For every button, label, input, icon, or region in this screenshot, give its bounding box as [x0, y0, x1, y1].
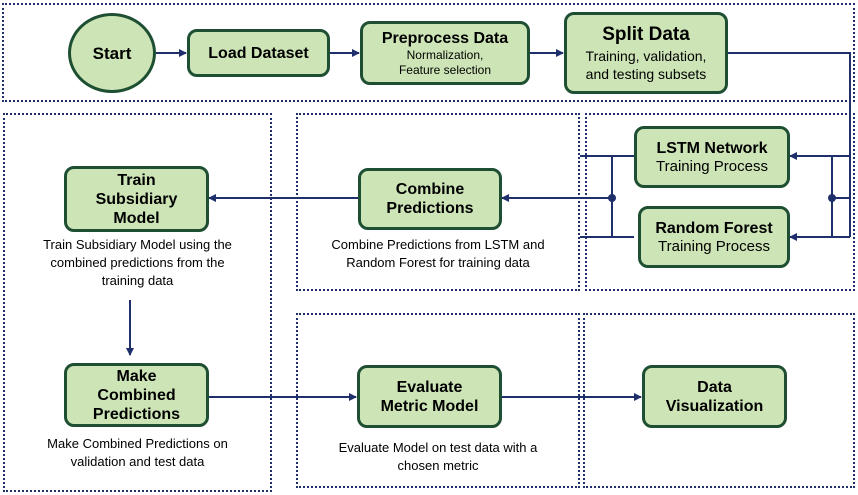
make-title2: Combined [97, 386, 176, 404]
lstm-title: LSTM Network [656, 139, 768, 157]
combine-caption: Combine Predictions from LSTM and Random… [296, 236, 580, 272]
train-subsidiary-node: Train Subsidiary Model [64, 166, 209, 232]
section-visualization [583, 313, 855, 488]
section-evaluate [296, 313, 580, 488]
train-caption: Train Subsidiary Model using the combine… [3, 236, 272, 290]
preprocess-sub1: Normalization, [406, 47, 484, 62]
make-caption: Make Combined Predictions on validation … [3, 435, 272, 471]
make-title3: Predictions [92, 405, 181, 423]
start-node: Start [68, 13, 156, 93]
start-label: Start [92, 43, 132, 63]
combine-caption-line2: Random Forest for training data [346, 255, 530, 270]
evaluate-caption-line2: chosen metric [397, 458, 479, 473]
make-title1: Make [116, 367, 157, 385]
data-visualization-node: Data Visualization [642, 365, 787, 428]
evaluate-title1: Evaluate [396, 378, 463, 396]
section-base-models [585, 113, 855, 291]
random-forest-title: Random Forest [655, 219, 773, 237]
make-combined-node: Make Combined Predictions [64, 363, 209, 427]
evaluate-caption-line1: Evaluate Model on test data with a [338, 440, 538, 455]
lstm-node: LSTM Network Training Process [634, 126, 790, 188]
train-title3: Model [113, 209, 160, 227]
combine-predictions-node: Combine Predictions [358, 168, 502, 230]
random-forest-node: Random Forest Training Process [638, 206, 790, 268]
split-data-title: Split Data [602, 24, 690, 45]
preprocess-sub2: Feature selection [398, 62, 492, 77]
train-title2: Subsidiary [95, 190, 178, 208]
make-caption-line1: Make Combined Predictions on [47, 436, 228, 451]
evaluate-node: Evaluate Metric Model [357, 365, 502, 428]
split-data-node: Split Data Training, validation, and tes… [564, 12, 728, 94]
combine-title2: Predictions [386, 200, 474, 217]
viz-title1: Data [697, 378, 732, 396]
train-caption-line2: combined predictions from the [50, 255, 225, 270]
junction-left [608, 194, 616, 202]
line-split-to-right [728, 52, 851, 156]
lstm-sub: Training Process [656, 157, 768, 175]
preprocess-title: Preprocess Data [381, 29, 509, 47]
split-data-sub2: and testing subsets [585, 66, 707, 82]
train-caption-line1: Train Subsidiary Model using the [43, 237, 232, 252]
train-caption-line3: training data [101, 273, 174, 288]
make-caption-line2: validation and test data [70, 454, 205, 469]
junction-right [828, 194, 836, 202]
evaluate-title2: Metric Model [380, 397, 479, 415]
section-subsidiary [3, 113, 272, 492]
section-combine [296, 113, 580, 291]
viz-title2: Visualization [665, 397, 764, 415]
random-forest-sub: Training Process [658, 237, 770, 255]
combine-caption-line1: Combine Predictions from LSTM and [331, 237, 545, 252]
evaluate-caption: Evaluate Model on test data with a chose… [296, 439, 580, 475]
combine-title1: Combine [395, 181, 465, 198]
load-dataset-label: Load Dataset [208, 44, 309, 62]
split-data-sub1: Training, validation, [585, 48, 707, 64]
train-title1: Train [117, 171, 156, 189]
preprocess-node: Preprocess Data Normalization, Feature s… [360, 21, 530, 85]
section-data-prep [2, 3, 855, 102]
load-dataset-node: Load Dataset [187, 29, 330, 77]
